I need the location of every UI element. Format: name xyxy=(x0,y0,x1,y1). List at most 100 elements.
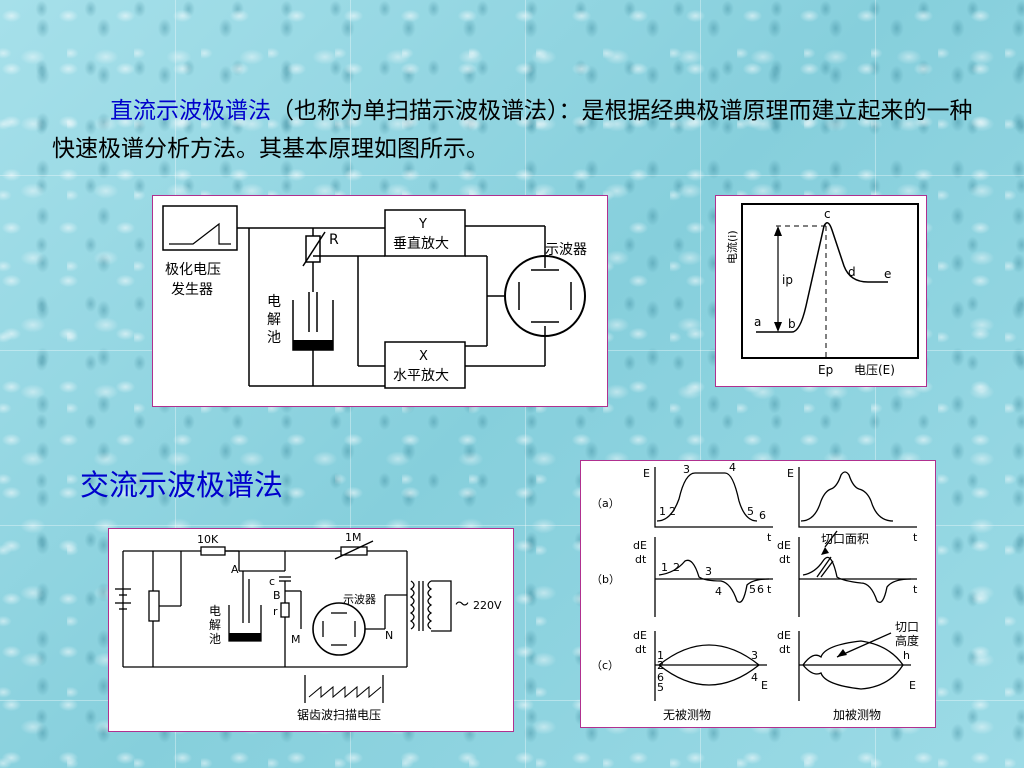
axis-e-label: E xyxy=(909,679,916,692)
sawtooth-label: 锯齿波扫描电压 xyxy=(297,707,381,722)
node-a-label: A xyxy=(231,563,239,576)
point-label: 5 xyxy=(747,505,754,518)
scope-label: 示波器 xyxy=(545,242,587,258)
arrow-down-icon xyxy=(774,322,782,332)
point-label: 1 xyxy=(659,505,666,518)
node-b-label: B xyxy=(273,589,281,602)
node-m-label: M xyxy=(291,633,301,646)
axis-t-label: t xyxy=(767,531,772,544)
point-label: 5 xyxy=(749,583,756,596)
point-label: 2 xyxy=(657,659,664,672)
point-label: 4 xyxy=(751,671,758,684)
curve-a-right xyxy=(800,471,894,522)
row-b-label: （b） xyxy=(591,573,620,586)
x-amp-box xyxy=(384,341,466,389)
no-analyte-label: 无被测物 xyxy=(663,708,711,722)
y-amp-box xyxy=(384,209,466,257)
oscilloscope-symbol xyxy=(504,255,586,337)
y-amp-line1: Y xyxy=(418,217,427,232)
dt-label: dt xyxy=(635,553,647,566)
cut-h-label: h xyxy=(903,649,910,662)
de-label: dE xyxy=(633,539,647,552)
point-label: 4 xyxy=(729,461,736,474)
ac-curves-diagram: （a） （b） （c） E E t t t t E E dE dt dE dt … xyxy=(580,460,936,728)
dt-label: dt xyxy=(779,643,791,656)
axis-e-label: E xyxy=(761,679,768,692)
point-label: 6 xyxy=(657,671,664,684)
tilde-symbol: ～ xyxy=(455,597,469,613)
curve-c-left xyxy=(658,644,761,686)
curve-c-right xyxy=(802,640,904,690)
arrow-up-icon xyxy=(774,226,782,236)
x-axis-label: 电压(E) xyxy=(854,363,895,377)
row-a-label: （a） xyxy=(591,497,620,510)
point-label: 3 xyxy=(705,565,712,578)
ac-scope-label: 示波器 xyxy=(343,593,376,606)
cut-height-label-2: 高度 xyxy=(895,633,919,648)
point-label: 6 xyxy=(757,583,764,596)
ac-cell-label-2: 解 xyxy=(209,618,221,632)
axis-e-label: E xyxy=(643,467,650,480)
intro-text: （也称为单扫描示波极谱法）：是根据经典极谱原理而建立起来的一种快速极谱分析方法。… xyxy=(52,98,973,162)
resistor-label: R xyxy=(329,232,339,248)
curve-a-left xyxy=(656,472,758,522)
dt-label: dt xyxy=(635,643,647,656)
dt-label: dt xyxy=(779,553,791,566)
axis-t-label: t xyxy=(767,583,772,596)
curve-b-right xyxy=(802,556,912,604)
peak-potential-label: Ep xyxy=(818,363,833,377)
polarogram-labels: 电流(i) c ip d e a b Ep 电压(E) xyxy=(725,207,895,377)
point-label: 2 xyxy=(669,505,676,518)
axis-e-label: E xyxy=(787,467,794,480)
point-b: b xyxy=(788,317,796,331)
de-label: dE xyxy=(633,629,647,642)
point-label: 3 xyxy=(683,463,690,476)
cell-label-1: 电 xyxy=(267,294,281,310)
point-label: 3 xyxy=(751,649,758,662)
point-label: 5 xyxy=(657,681,664,694)
with-analyte-label: 加被测物 xyxy=(833,708,881,722)
axis-t-label: t xyxy=(913,531,918,544)
x-amp-line2: 水平放大 xyxy=(393,368,449,384)
polarogram-curve xyxy=(756,222,888,333)
de-label: dE xyxy=(777,629,791,642)
point-label: 4 xyxy=(715,585,722,598)
cell-label-2: 解 xyxy=(267,312,281,328)
arrow-icon xyxy=(837,649,847,657)
curve-b-left xyxy=(658,559,770,603)
cut-area-label: 切口面积 xyxy=(821,532,869,546)
axis-t-label: t xyxy=(913,583,918,596)
dc-circuit-diagram: 极化电压 发生器 R 电 解 池 Y 垂直放大 X 水平放大 示波器 xyxy=(152,195,608,407)
intro-highlight: 直流示波极谱法 xyxy=(110,98,271,124)
generator-label-1: 极化电压 xyxy=(165,262,221,278)
mercury-pool xyxy=(293,340,333,350)
point-c: c xyxy=(824,207,831,221)
ac-oscilloscope-symbol xyxy=(312,602,366,656)
res-r-label: r xyxy=(273,605,278,618)
supply-label: 220V xyxy=(473,599,502,612)
point-label: 1 xyxy=(657,649,664,662)
resistor-1m-label: 1M xyxy=(345,531,362,544)
point-label: 6 xyxy=(759,509,766,522)
x-amp-line1: X xyxy=(419,349,428,364)
point-label: 1 xyxy=(661,561,668,574)
polarogram-chart: 电流(i) c ip d e a b Ep 电压(E) xyxy=(715,195,927,387)
ac-mercury-pool xyxy=(229,633,261,641)
arrow-icon xyxy=(821,547,829,555)
ac-cell-label-3: 池 xyxy=(209,632,221,646)
point-a: a xyxy=(754,315,761,329)
node-n-label: N xyxy=(385,629,393,642)
cut-height-label-1: 切口 xyxy=(895,620,919,634)
peak-current-label: ip xyxy=(782,273,793,287)
cell-label-3: 池 xyxy=(267,330,281,346)
ac-cell-label-1: 电 xyxy=(209,604,221,618)
y-axis-label: 电流(i) xyxy=(725,230,739,264)
generator-label-2: 发生器 xyxy=(171,282,213,298)
intro-paragraph: 直流示波极谱法（也称为单扫描示波极谱法）：是根据经典极谱原理而建立起来的一种快速… xyxy=(52,92,982,168)
point-label: 2 xyxy=(673,561,680,574)
bg-tile-line xyxy=(700,0,701,768)
generator-box xyxy=(162,205,238,251)
cap-c-label: c xyxy=(269,575,275,588)
bg-tile-line xyxy=(0,525,1024,526)
de-label: dE xyxy=(777,539,791,552)
